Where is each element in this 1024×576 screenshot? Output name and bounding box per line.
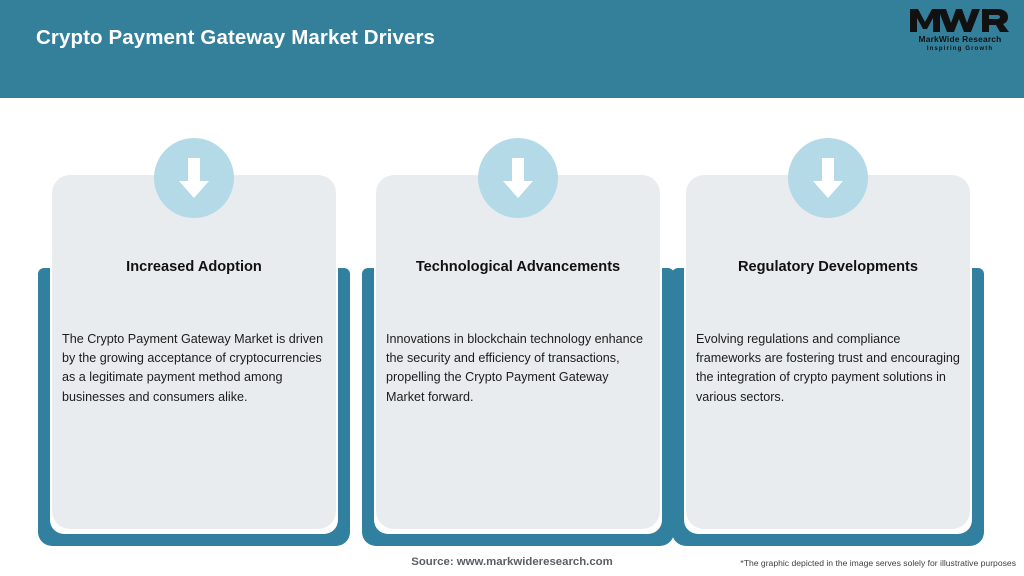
page-title: Crypto Payment Gateway Market Drivers bbox=[36, 26, 436, 49]
card-body-text: The Crypto Payment Gateway Market is dri… bbox=[62, 332, 324, 404]
down-arrow-icon bbox=[788, 138, 868, 218]
brand-logo: MarkWide Research Inspiring Growth bbox=[908, 7, 1012, 61]
card-title: Technological Advancements bbox=[415, 259, 621, 275]
card-panel: Regulatory Developments Evolving regulat… bbox=[686, 175, 970, 529]
driver-card-3[interactable]: Regulatory Developments Evolving regulat… bbox=[672, 98, 984, 546]
card-body-text: Innovations in blockchain technology enh… bbox=[386, 332, 643, 404]
card-body-text: Evolving regulations and compliance fram… bbox=[696, 332, 960, 404]
card-title: Regulatory Developments bbox=[737, 259, 919, 275]
card-panel: Increased Adoption The Crypto Payment Ga… bbox=[52, 175, 336, 529]
logo-tagline: Inspiring Growth bbox=[926, 45, 994, 52]
card-panel: Technological Advancements Innovations i… bbox=[376, 175, 660, 529]
source-attribution: Source: www.markwideresearch.com bbox=[411, 556, 613, 568]
down-arrow-icon bbox=[478, 138, 558, 218]
drivers-card-row: Increased Adoption The Crypto Payment Ga… bbox=[0, 98, 1024, 546]
logo-company-name: MarkWide Research bbox=[918, 34, 1002, 44]
down-arrow-icon bbox=[154, 138, 234, 218]
driver-card-1[interactable]: Increased Adoption The Crypto Payment Ga… bbox=[38, 98, 350, 546]
logo-monogram-icon bbox=[908, 7, 1012, 33]
driver-card-2[interactable]: Technological Advancements Innovations i… bbox=[362, 98, 674, 546]
card-title: Increased Adoption bbox=[126, 259, 262, 275]
disclaimer-note: *The graphic depicted in the image serve… bbox=[740, 558, 1016, 568]
page-header: Crypto Payment Gateway Market Drivers Ma… bbox=[0, 0, 1024, 98]
